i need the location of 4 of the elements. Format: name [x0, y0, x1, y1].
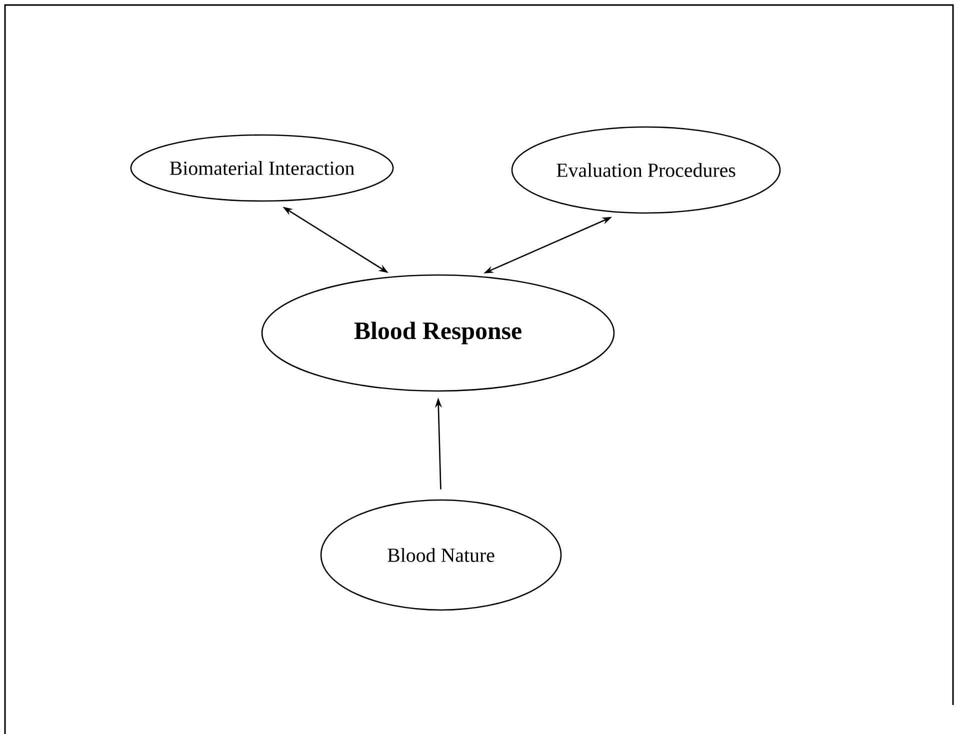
- ellipse-node: Biomaterial Interaction: [130, 134, 394, 202]
- ellipse-node: Evaluation Procedures: [511, 126, 781, 214]
- ellipse-node: Blood Nature: [320, 499, 562, 611]
- ellipse-node: Blood Response: [261, 274, 615, 392]
